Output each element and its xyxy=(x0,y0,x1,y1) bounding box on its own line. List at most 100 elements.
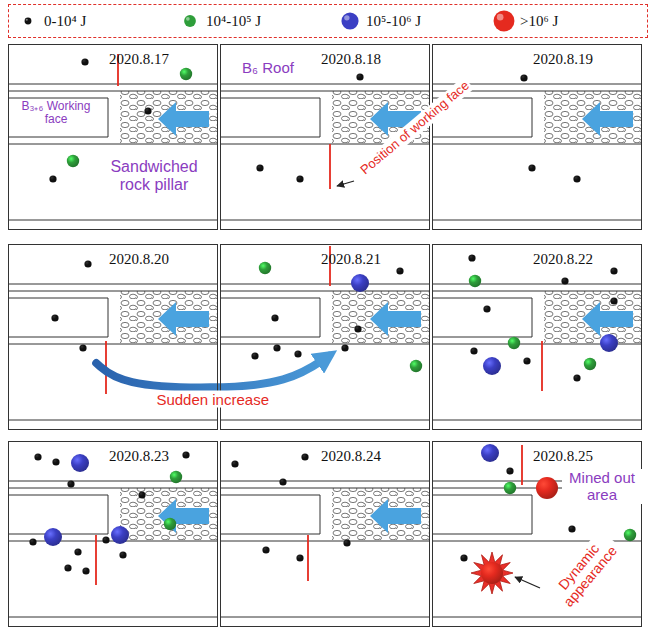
advance-arrow xyxy=(158,499,209,533)
energy-event xyxy=(273,344,280,351)
strata-panel xyxy=(220,453,430,617)
date-label: 2020.8.22 xyxy=(533,251,593,268)
stratum-line xyxy=(220,541,430,542)
working-face-position xyxy=(329,144,331,189)
working-face-position xyxy=(521,445,523,485)
energy-event xyxy=(49,175,56,182)
legend-entry: 0-10⁴ J xyxy=(16,8,86,34)
stratum-line xyxy=(220,91,430,92)
energy-event xyxy=(82,567,89,574)
energy-event xyxy=(481,444,499,462)
energy-event xyxy=(34,453,41,460)
date-label: 2020.8.20 xyxy=(109,251,169,268)
working-face-outline xyxy=(220,495,320,534)
advance-arrow xyxy=(158,302,209,336)
stratum-line xyxy=(8,284,218,285)
working-face-outline xyxy=(8,98,108,137)
legend-text: >10⁶ J xyxy=(520,13,558,30)
energy-event xyxy=(610,297,617,304)
energy-event xyxy=(573,175,580,182)
swatch-highlight xyxy=(26,19,28,21)
energy-event xyxy=(470,347,477,354)
stratum-line xyxy=(432,144,642,145)
energy-event xyxy=(528,164,535,171)
stratum-line xyxy=(8,617,218,618)
advance-arrow xyxy=(370,302,421,336)
energy-event xyxy=(231,460,238,467)
swatch-highlight xyxy=(497,14,504,21)
burst-star xyxy=(471,552,513,594)
energy-event xyxy=(561,277,568,284)
working-face-outline xyxy=(8,495,108,534)
advance-arrow xyxy=(582,102,633,136)
strata-panel xyxy=(8,54,218,220)
energy-event xyxy=(520,74,527,81)
energy-event xyxy=(396,267,403,274)
stratum-line xyxy=(220,617,430,618)
working-face-outline xyxy=(8,298,108,337)
energy-event xyxy=(259,262,271,274)
energy-event xyxy=(84,260,91,267)
swatch-highlight xyxy=(186,17,190,21)
advance-arrow xyxy=(370,499,421,533)
strata-panel xyxy=(432,254,642,420)
energy-event xyxy=(256,164,263,171)
energy-event xyxy=(271,314,278,321)
annotation: B₃₊₆ Working face xyxy=(12,100,100,126)
energy-event xyxy=(279,478,286,485)
working-face-position xyxy=(541,341,543,391)
leader-arrow xyxy=(515,577,540,588)
working-face-outline xyxy=(432,298,532,337)
energy-event xyxy=(296,175,303,182)
time-panel: 2020.8.19 xyxy=(432,44,642,230)
energy-event xyxy=(469,275,481,287)
goaf-rubble xyxy=(120,488,218,541)
energy-event xyxy=(483,305,490,312)
energy-event xyxy=(354,325,361,332)
legend-swatch xyxy=(494,11,515,32)
stratum-line xyxy=(8,291,218,292)
stratum-line xyxy=(8,144,218,145)
stratum-line xyxy=(220,220,430,221)
stratum-line xyxy=(220,344,430,345)
time-panel: 2020.8.24 xyxy=(220,441,430,627)
annotation: Dynamic appearance xyxy=(545,529,624,614)
energy-event xyxy=(44,528,62,546)
time-panel: 2020.8.23 xyxy=(8,441,218,627)
advance-arrow xyxy=(158,102,209,136)
stratum-line xyxy=(8,84,218,85)
stratum-line xyxy=(220,481,430,482)
date-label: 2020.8.23 xyxy=(109,448,169,465)
energy-event xyxy=(102,536,109,543)
energy-event xyxy=(508,337,520,349)
time-panel: 2020.8.22 xyxy=(432,244,642,430)
energy-event xyxy=(568,525,575,532)
strata-panel xyxy=(8,451,218,617)
energy-event xyxy=(251,352,258,359)
legend-swatch xyxy=(184,15,196,27)
working-face-position xyxy=(95,535,97,585)
working-face-outline xyxy=(220,298,320,337)
legend-entry: 10⁵-10⁶ J xyxy=(338,8,421,34)
stratum-line xyxy=(8,420,218,421)
working-face-outline xyxy=(220,98,320,137)
legend-swatch-frame xyxy=(16,9,40,33)
energy-event xyxy=(52,458,59,465)
energy-event xyxy=(341,344,348,351)
energy-event xyxy=(164,518,176,530)
stratum-line xyxy=(8,481,218,482)
swatch-highlight xyxy=(344,15,349,20)
energy-event xyxy=(483,357,501,375)
energy-event xyxy=(138,491,145,498)
energy-event xyxy=(481,562,503,584)
legend-swatch-frame xyxy=(492,9,516,33)
annotation: Sandwiched rock pillar xyxy=(100,158,208,193)
legend-swatch-frame xyxy=(338,9,362,33)
energy-event xyxy=(170,471,182,483)
advance-arrow xyxy=(582,302,633,336)
date-label: 2020.8.18 xyxy=(321,51,381,68)
goaf-rubble xyxy=(332,488,430,541)
stratum-line xyxy=(8,91,218,92)
stratum-line xyxy=(8,344,218,345)
